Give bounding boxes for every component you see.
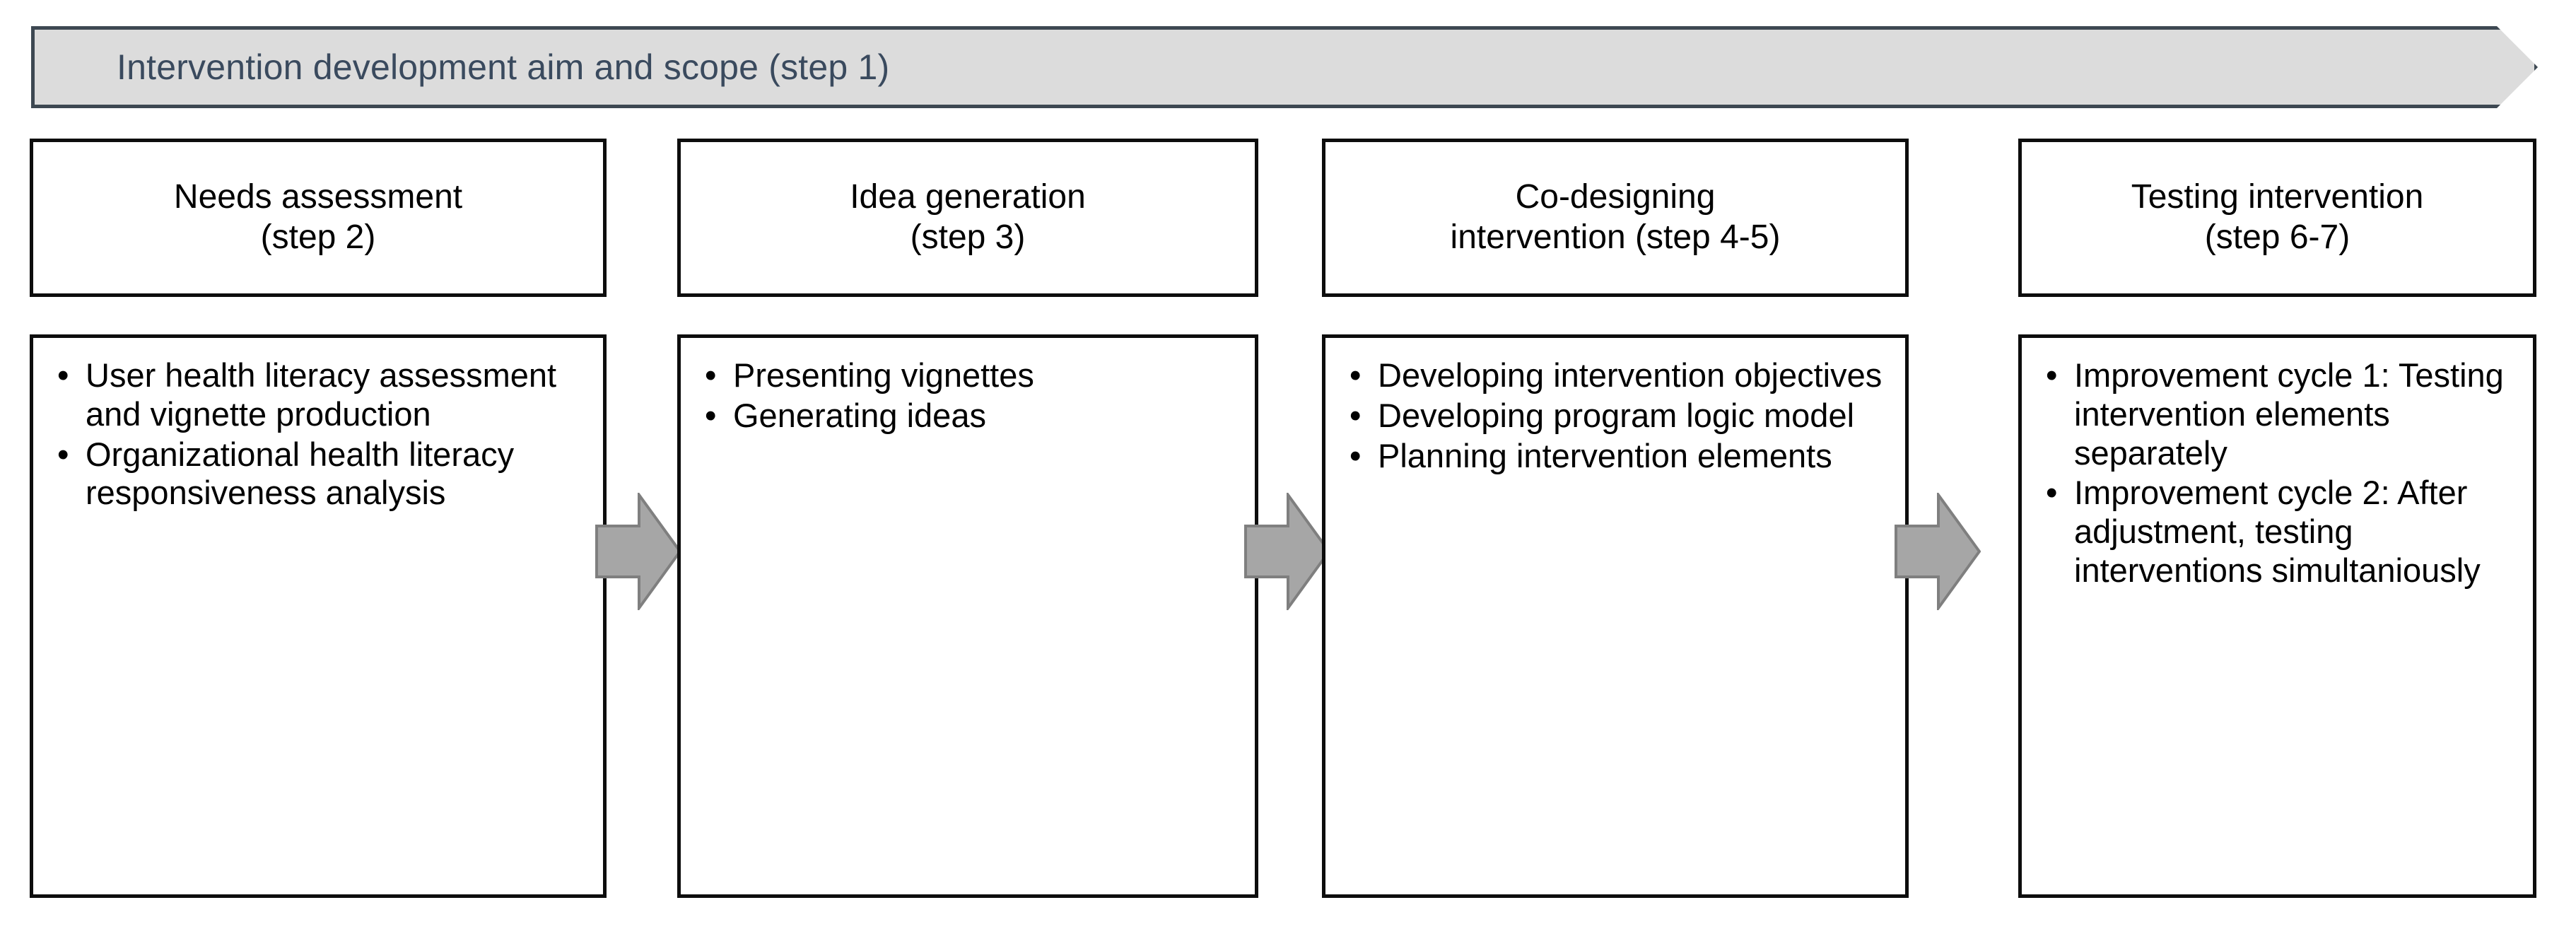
header-line: intervention (step 4-5) [1450, 218, 1781, 256]
header-line: Needs assessment [173, 178, 463, 216]
content-box-idea-generation: • Presenting vignettes • Generating ideas [677, 334, 1258, 898]
list-item: • Improvement cycle 1: Testing interventi… [2042, 356, 2519, 472]
list-item: • Planning intervention elements [1345, 437, 1891, 476]
list-item: • Improvement cycle 2: After adjustment, … [2042, 474, 2519, 590]
list-item-label: Improvement cycle 2: After adjustment, t… [2074, 474, 2481, 589]
header-title-idea-generation: Idea generation(step 3) [840, 177, 1096, 257]
bullet-list-needs-assessment: • User health literacy assessment and vig… [53, 356, 589, 513]
bullet-dot-icon: • [57, 356, 69, 394]
arrow-right-icon-step2-step3 [595, 493, 681, 610]
list-item-label: User health literacy assessment and vign… [86, 356, 557, 433]
bullet-dot-icon: • [705, 396, 717, 434]
header-line: Testing intervention [2131, 178, 2424, 216]
list-item: • User health literacy assessment and vig… [53, 356, 589, 434]
bullet-dot-icon: • [705, 356, 717, 394]
list-item-label: Improvement cycle 1: Testing interventio… [2074, 356, 2504, 472]
arrow-right-icon-step4-step6 [1895, 493, 1981, 610]
bullet-dot-icon: • [2046, 356, 2058, 394]
list-item: • Generating ideas [701, 397, 1241, 436]
header-box-idea-generation: Idea generation(step 3) [677, 139, 1258, 297]
banner-step-1: Intervention development aim and scope (… [31, 26, 2538, 108]
list-item-label: Presenting vignettes [733, 356, 1034, 394]
header-title-testing-intervention: Testing intervention(step 6-7) [2121, 177, 2434, 257]
content-box-co-designing-intervention: • Developing intervention objectives • Deve… [1322, 334, 1909, 898]
banner-label: Intervention development aim and scope (… [117, 47, 890, 87]
header-line: (step 2) [260, 218, 376, 256]
bullet-dot-icon: • [1350, 356, 1362, 394]
bullet-dot-icon: • [2046, 474, 2058, 512]
arrow-right-icon-step3-step4 [1244, 493, 1330, 610]
bullet-list-co-designing-intervention: • Developing intervention objectives • Deve… [1345, 356, 1891, 475]
list-item: • Developing program logic model [1345, 397, 1891, 436]
content-box-needs-assessment: • User health literacy assessment and vig… [30, 334, 607, 898]
bullet-list-testing-intervention: • Improvement cycle 1: Testing interventi… [2042, 356, 2519, 590]
list-item-label: Developing intervention objectives [1378, 356, 1883, 394]
header-line: (step 6-7) [2204, 218, 2350, 256]
list-item: • Organizational health literacy responsi… [53, 436, 589, 513]
header-box-needs-assessment: Needs assessment(step 2) [30, 139, 607, 297]
header-title-needs-assessment: Needs assessment(step 2) [164, 177, 472, 257]
list-item: • Presenting vignettes [701, 356, 1241, 395]
bullet-dot-icon: • [57, 435, 69, 473]
bullet-list-idea-generation: • Presenting vignettes • Generating ideas [701, 356, 1241, 436]
bullet-dot-icon: • [1350, 436, 1362, 474]
header-line: (step 3) [910, 218, 1026, 256]
header-line: Idea generation [850, 178, 1086, 216]
list-item-label: Generating ideas [733, 396, 986, 434]
list-item-label: Organizational health literacy responsiv… [86, 435, 515, 512]
content-box-testing-intervention: • Improvement cycle 1: Testing interventi… [2018, 334, 2536, 898]
list-item: • Developing intervention objectives [1345, 356, 1891, 395]
bullet-dot-icon: • [1350, 396, 1362, 434]
list-item-label: Developing program logic model [1378, 396, 1855, 434]
header-line: Co-designing [1515, 178, 1716, 216]
header-box-testing-intervention: Testing intervention(step 6-7) [2018, 139, 2536, 297]
list-item-label: Planning intervention elements [1378, 436, 1832, 474]
